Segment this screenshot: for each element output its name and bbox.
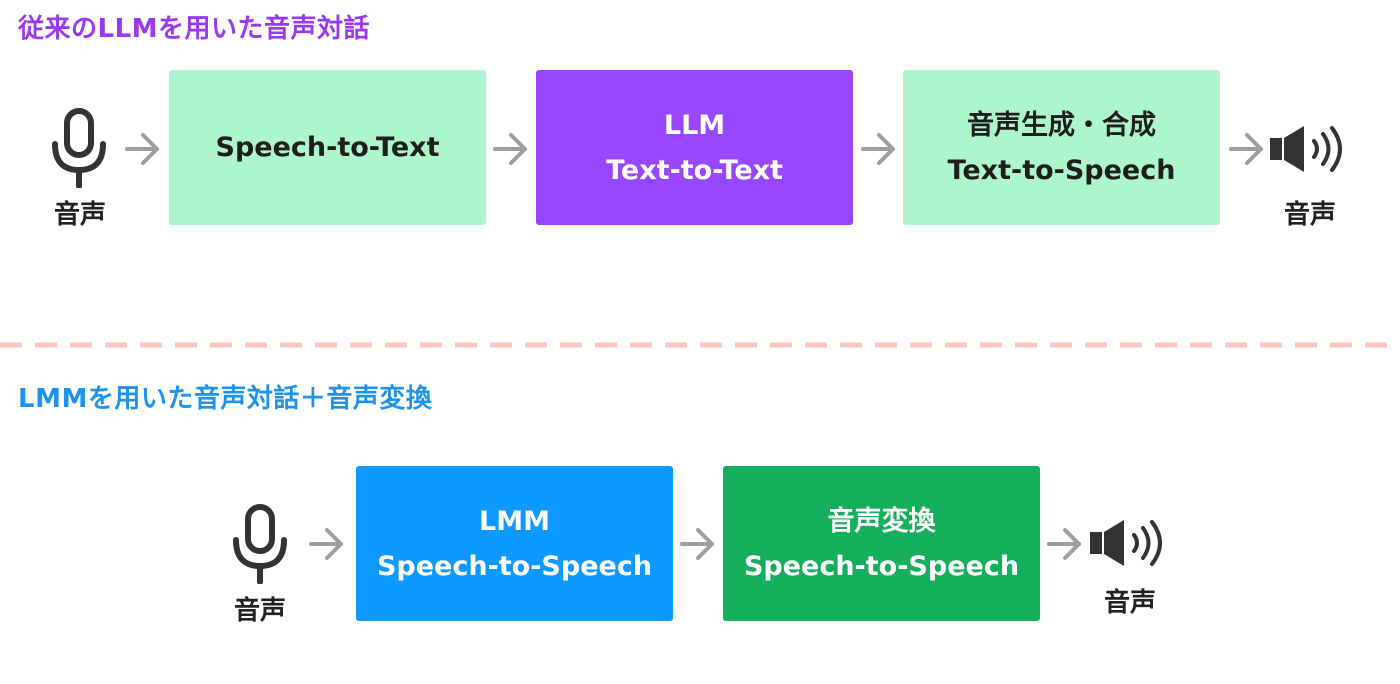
box-sublabel: Text-to-Speech	[947, 154, 1176, 186]
speech-to-text-box: Speech-to-Text	[169, 70, 486, 225]
arrow-right-icon	[493, 133, 527, 165]
lmm-speech-to-speech-box: LMM Speech-to-Speech	[356, 466, 673, 621]
box-label: LLM	[663, 109, 726, 141]
microphone-icon	[233, 504, 287, 584]
text-to-speech-box: 音声生成・合成 Text-to-Speech	[903, 70, 1220, 225]
section-title-conventional: 従来のLLMを用いた音声対話	[18, 14, 371, 44]
arrow-right-icon	[861, 133, 895, 165]
output-audio-label: 音声	[1103, 588, 1156, 618]
box-sublabel: Speech-to-Speech	[743, 550, 1020, 582]
output-audio-label: 音声	[1283, 200, 1336, 230]
arrow-right-icon	[680, 528, 714, 560]
speaker-icon	[1090, 520, 1162, 566]
arrow-right-icon	[1229, 133, 1263, 165]
voice-conversion-box: 音声変換 Speech-to-Speech	[723, 466, 1040, 621]
llm-text-to-text-box: LLM Text-to-Text	[536, 70, 853, 225]
speaker-icon	[1270, 126, 1342, 172]
section-divider	[0, 342, 1400, 348]
microphone-icon	[52, 108, 106, 188]
input-audio-label: 音声	[53, 200, 106, 230]
arrow-right-icon	[125, 133, 159, 165]
section-title-lmm: LMMを用いた音声対話＋音声変換	[18, 384, 433, 414]
arrow-right-icon	[1047, 528, 1081, 560]
box-label: Speech-to-Text	[215, 132, 440, 163]
input-audio-label: 音声	[233, 596, 286, 626]
box-label: 音声変換	[827, 505, 936, 537]
arrow-right-icon	[309, 528, 343, 560]
box-sublabel: Speech-to-Speech	[376, 550, 653, 582]
box-sublabel: Text-to-Text	[606, 154, 783, 186]
box-label: LMM	[479, 505, 550, 537]
box-label: 音声生成・合成	[967, 109, 1156, 141]
